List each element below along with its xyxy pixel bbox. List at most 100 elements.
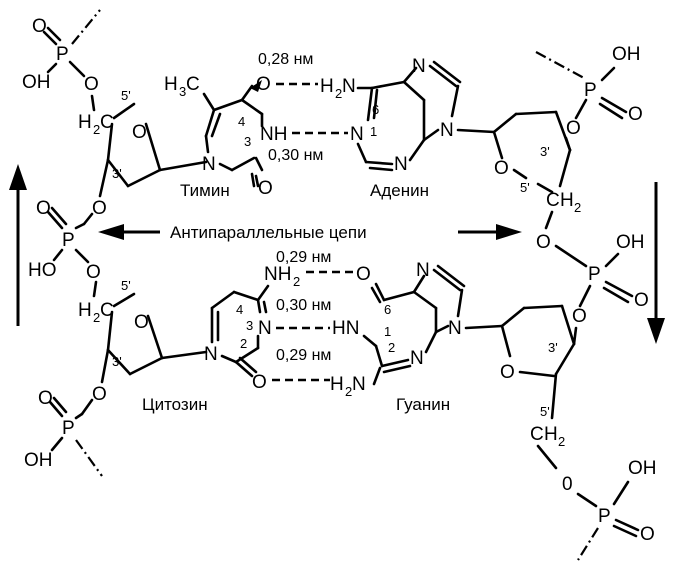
svg-text:3': 3'	[112, 166, 122, 181]
svg-text:2: 2	[93, 310, 100, 325]
guanine-label: Гуанин	[396, 395, 450, 414]
svg-text:3': 3'	[548, 340, 558, 355]
svg-text:2: 2	[293, 274, 300, 289]
svg-text:N: N	[350, 124, 364, 145]
svg-text:3': 3'	[540, 144, 550, 159]
svg-text:N: N	[258, 318, 272, 339]
svg-text:3: 3	[246, 318, 253, 333]
svg-text:OH: OH	[24, 450, 53, 471]
svg-text:0: 0	[562, 474, 573, 495]
guanine-base: O 6 HN 1 2 N N N H 2 N Гуанин	[330, 260, 504, 414]
svg-text:N: N	[204, 344, 218, 365]
svg-text:C: C	[546, 190, 560, 211]
svg-text:2: 2	[558, 434, 565, 449]
svg-text:N: N	[352, 374, 366, 395]
ta-distance-2: 0,30 нм	[268, 147, 323, 164]
svg-text:H: H	[544, 424, 558, 445]
svg-text:OH: OH	[616, 232, 645, 253]
svg-text:N: N	[394, 154, 408, 175]
svg-text:N: N	[410, 348, 424, 369]
svg-text:1: 1	[370, 124, 377, 139]
svg-text:N: N	[202, 154, 216, 175]
deoxyribose-top-left: H 2 C 5' O 3' O	[78, 88, 208, 226]
svg-text:5': 5'	[121, 278, 131, 293]
svg-text:1: 1	[384, 324, 391, 339]
strand-arrow-up	[9, 164, 27, 326]
antiparallel-text: Антипараллельные цепи	[170, 223, 367, 242]
cytosine-label: Цитозин	[142, 395, 208, 414]
svg-text:P: P	[62, 418, 75, 439]
svg-text:O: O	[536, 232, 551, 253]
svg-text:OH: OH	[22, 72, 51, 93]
svg-text:O: O	[134, 312, 149, 333]
svg-text:NH: NH	[260, 124, 287, 145]
cg-distance-2: 0,30 нм	[276, 297, 331, 314]
cg-distance-1: 0,29 нм	[276, 249, 331, 266]
svg-text:O: O	[252, 372, 267, 393]
svg-text:3: 3	[244, 134, 251, 149]
svg-text:H: H	[320, 76, 334, 97]
svg-text:O: O	[38, 388, 53, 409]
svg-text:5': 5'	[540, 404, 550, 419]
phosphate-middle-left: O P HO O	[28, 198, 101, 283]
phosphate-bottom-left: O P OH	[24, 388, 103, 477]
svg-text:2: 2	[345, 384, 352, 399]
svg-text:NH: NH	[264, 264, 291, 285]
svg-text:H: H	[560, 190, 574, 211]
svg-text:5': 5'	[121, 88, 131, 103]
svg-text:O: O	[92, 384, 107, 405]
svg-text:O: O	[258, 178, 273, 199]
svg-text:6: 6	[384, 302, 391, 317]
svg-text:N: N	[448, 318, 462, 339]
svg-text:O: O	[494, 158, 509, 179]
svg-text:2: 2	[93, 122, 100, 137]
ta-hydrogen-bonds: 0,28 нм 0,30 нм	[258, 51, 348, 164]
svg-text:C: C	[186, 74, 200, 95]
thymine-base: H 3 C N O 4 3 NH O Тимин	[164, 74, 287, 200]
svg-text:O: O	[86, 262, 101, 283]
deoxyribose-bottom-left: H 2 C 5' O 3' O	[78, 278, 208, 416]
svg-text:P: P	[598, 506, 611, 527]
svg-text:5': 5'	[520, 180, 530, 195]
svg-text:O: O	[36, 198, 51, 219]
svg-text:2: 2	[335, 86, 342, 101]
svg-text:N: N	[440, 120, 454, 141]
svg-text:O: O	[92, 198, 107, 219]
svg-text:H: H	[164, 74, 178, 95]
svg-text:C: C	[530, 424, 544, 445]
svg-text:N: N	[342, 76, 356, 97]
phosphate-top-left: O P OH O	[22, 9, 101, 95]
cg-hydrogen-bonds: 0,29 нм 0,30 нм 0,29 нм	[272, 249, 354, 382]
svg-text:N: N	[416, 260, 430, 281]
svg-text:O: O	[640, 524, 655, 545]
svg-text:H: H	[78, 300, 92, 321]
antiparallel-label: Антипараллельные цепи	[98, 223, 522, 242]
svg-text:N: N	[412, 56, 426, 77]
strand-arrow-down	[647, 182, 665, 344]
cytosine-base: NH 2 N N 4 3 2 O Цитозин	[142, 264, 300, 414]
phosphate-top-right: P OH O O	[535, 44, 643, 139]
svg-text:O: O	[84, 74, 99, 95]
svg-text:H: H	[330, 374, 344, 395]
svg-text:O: O	[634, 290, 649, 311]
svg-text:P: P	[584, 80, 597, 101]
svg-text:2: 2	[388, 340, 395, 355]
svg-text:O: O	[572, 306, 587, 327]
svg-text:OH: OH	[628, 458, 657, 479]
svg-text:O: O	[356, 264, 371, 285]
svg-text:O: O	[132, 122, 147, 143]
phosphate-middle-right: P OH O O	[572, 232, 649, 327]
svg-text:2: 2	[574, 200, 581, 215]
svg-text:6: 6	[372, 102, 379, 117]
svg-text:4: 4	[238, 114, 245, 129]
deoxyribose-top-right: O 3' 5' C H 2 O	[492, 110, 588, 268]
svg-text:H: H	[78, 112, 92, 133]
phosphate-bottom-right: P OH O	[577, 458, 657, 561]
svg-text:HO: HO	[28, 260, 57, 281]
svg-text:O: O	[628, 104, 643, 125]
svg-text:P: P	[62, 230, 75, 251]
thymine-label: Тимин	[180, 181, 230, 200]
svg-text:HN: HN	[332, 318, 359, 339]
adenine-base: H 2 N 6 N 1 N N N Аденин	[320, 56, 496, 200]
svg-text:4: 4	[236, 302, 243, 317]
